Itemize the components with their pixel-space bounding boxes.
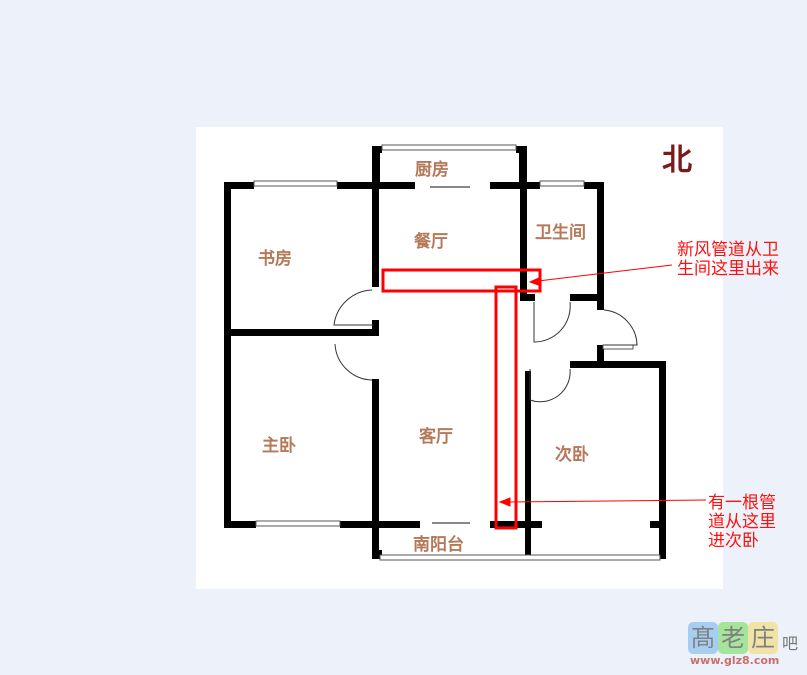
annotation-duct-into-bedroom: 有一根管 道从这里 进次卧 xyxy=(708,493,776,551)
duct-vertical xyxy=(494,285,518,530)
watermark-char: 老 xyxy=(718,622,748,654)
watermark-char: 髙 xyxy=(688,622,718,654)
room-label-living-room: 客厅 xyxy=(418,426,453,447)
windows xyxy=(253,144,661,561)
room-label-dining: 餐厅 xyxy=(414,231,448,252)
room-label-study: 书房 xyxy=(258,248,292,269)
room-label-bathroom: 卫生间 xyxy=(535,222,586,243)
annotation-fresh-air-source: 新风管道从卫 生间这里出来 xyxy=(677,240,779,279)
watermark: 髙 老 庄 吧 www.glz8.com xyxy=(688,622,803,668)
watermark-char: 庄 xyxy=(748,622,778,654)
room-label-master-bedroom: 主卧 xyxy=(262,435,296,456)
watermark-suffix: 吧 xyxy=(782,634,799,653)
annotation-arrows xyxy=(498,264,707,507)
north-indicator: 北 xyxy=(662,143,692,178)
room-label-second-bedroom: 次卧 xyxy=(555,444,589,465)
door-swings xyxy=(333,289,638,403)
plan-paper xyxy=(196,127,723,589)
watermark-url: www.glz8.com xyxy=(690,654,780,667)
room-label-south-balcony: 南阳台 xyxy=(413,534,464,555)
room-label-kitchen: 厨房 xyxy=(415,159,449,180)
sliding-doors xyxy=(430,186,470,524)
